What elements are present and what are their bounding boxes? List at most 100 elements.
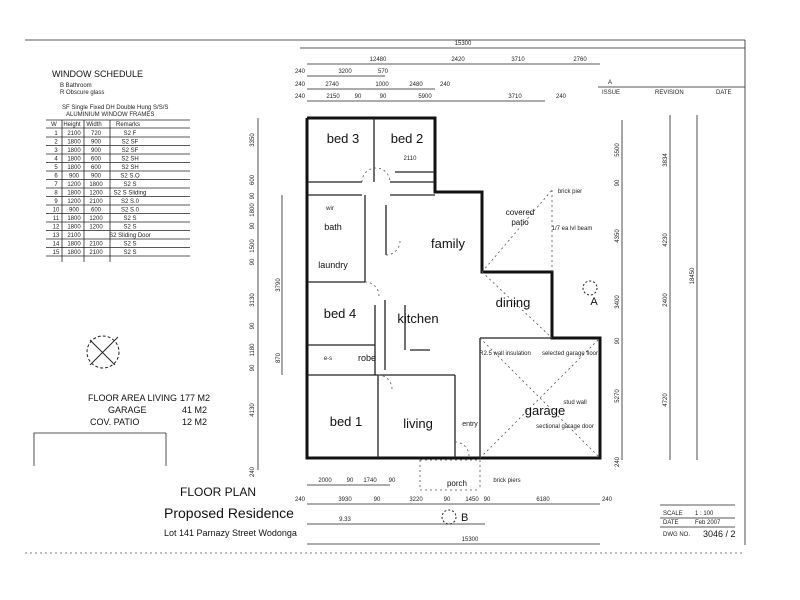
dim-top: 240: [440, 82, 451, 88]
dim-left: 3350: [250, 133, 256, 147]
room-porch: porch: [447, 479, 467, 488]
schedule-header: Height: [63, 122, 81, 128]
dim-bottom: 3930: [338, 497, 352, 503]
note-garage-floor: selected garage floor: [542, 351, 598, 357]
area-garage-label: GARAGE: [108, 405, 147, 415]
schedule-cell: S2 S: [123, 225, 136, 231]
schedule-header: W: [51, 122, 57, 128]
dim-top: 2740: [325, 82, 339, 88]
dim-left-inner: 870: [276, 352, 282, 363]
dim-top: 90: [380, 94, 387, 100]
dim-bottom: 1450: [465, 497, 479, 503]
schedule-cell: 10: [53, 208, 60, 214]
schedule-cell: S2 F: [124, 131, 137, 137]
floor-areas: FLOOR AREA LIVING 177 M2 GARAGE 41 M2 CO…: [33, 393, 210, 466]
dim-bottom: 90: [374, 497, 381, 503]
dim-right: 4230: [663, 233, 669, 247]
dim-bottom: 1740: [363, 478, 377, 484]
room-patio-2: patio: [511, 218, 529, 227]
room-robe: robe: [358, 353, 376, 363]
schedule-cell: 1800: [67, 191, 81, 197]
room-ensuite: e-s: [324, 356, 332, 362]
area-living-value: 177 M2: [180, 393, 210, 403]
schedule-cell: S2 S.O: [120, 174, 140, 180]
window-schedule: WINDOW SCHEDULE B Bathroom R Obscure gla…: [46, 69, 190, 262]
schedule-cell: S2 SH: [121, 165, 138, 171]
schedule-cell: 2100: [89, 250, 103, 256]
room-bed2: bed 2: [391, 131, 424, 146]
dim-right: 2400: [663, 293, 669, 307]
dim-left: 90: [250, 222, 256, 229]
dim-bottom-overall: 15300: [462, 537, 479, 543]
schedule-cell: 2100: [67, 233, 81, 239]
dim-left: 1500: [250, 239, 256, 253]
schedule-cell: 15: [53, 250, 60, 256]
schedule-cell: 600: [91, 157, 102, 163]
schedule-cell: 600: [91, 165, 102, 171]
dim-top: 240: [295, 94, 306, 100]
room-kitchen: kitchen: [397, 311, 438, 326]
area-patio-label: COV. PATIO: [90, 417, 139, 427]
note-garage-door: sectional garage door: [536, 424, 594, 430]
dim-bottom: 6180: [536, 497, 550, 503]
dim-top: 570: [378, 69, 389, 75]
dim-top: 5900: [418, 94, 432, 100]
schedule-cell: 9: [54, 199, 58, 205]
schedule-cell: 900: [69, 208, 80, 214]
dim-top: 1000: [375, 82, 389, 88]
building-outline: [305, 116, 602, 491]
dim-right: 5500: [615, 143, 621, 157]
revision-table: A ISSUE REVISION DATE: [598, 80, 745, 96]
scale-label: SCALE: [663, 511, 683, 517]
schedule-cell: 900: [91, 174, 102, 180]
dim-top: 12480: [370, 57, 387, 63]
schedule-cell: S2 Sliding Door: [109, 233, 151, 239]
dim-left-inner: 3790: [276, 278, 282, 292]
dim-left: 1180: [250, 343, 256, 357]
schedule-cell: 1: [54, 131, 58, 137]
schedule-subnote: SF Single Fixed DH Double Hung S/S/S: [62, 105, 168, 111]
schedule-cell: S2 S: [123, 182, 136, 188]
schedule-cell: 1800: [67, 225, 81, 231]
dim-top-overall: 15300: [455, 41, 472, 47]
room-bed4: bed 4: [324, 306, 357, 321]
dim-top: 2480: [409, 82, 423, 88]
dim-right: 90: [615, 179, 621, 186]
schedule-cell: 1200: [89, 191, 103, 197]
schedule-cell: S2 SF: [122, 140, 139, 146]
plan-title: FLOOR PLAN: [180, 485, 256, 499]
schedule-cell: 1200: [89, 225, 103, 231]
schedule-cell: 3: [54, 148, 58, 154]
schedule-cell: 1800: [67, 216, 81, 222]
schedule-note: B Bathroom: [60, 83, 92, 89]
schedule-cell: S2 S: [123, 216, 136, 222]
schedule-cell: 600: [91, 208, 102, 214]
dim-right: 5270: [615, 389, 621, 403]
dim-right: 90: [615, 337, 621, 344]
dim-left: 600: [250, 174, 256, 185]
dim-bottom: 90: [484, 497, 491, 503]
revision-revision-header: REVISION: [655, 90, 684, 96]
schedule-cell: S2 SF: [122, 148, 139, 154]
schedule-cell: 5: [54, 165, 58, 171]
schedule-cell: 2100: [89, 242, 103, 248]
schedule-cell: 900: [69, 174, 80, 180]
area-living-label: FLOOR AREA LIVING: [88, 393, 177, 403]
room-bed1: bed 1: [330, 414, 363, 429]
area-patio-value: 12 M2: [182, 417, 207, 427]
note-brick-pier: brick pier: [558, 189, 582, 195]
section-marker-a: A: [590, 296, 598, 308]
room-wir: wir: [325, 206, 334, 212]
date-value: Feb 2007: [695, 520, 721, 526]
schedule-cell: S2 S: [123, 242, 136, 248]
schedule-cell: 2100: [67, 131, 81, 137]
revision-date-header: DATE: [716, 90, 732, 96]
dim-right: 3400: [615, 295, 621, 309]
dim-top: 3200: [338, 69, 352, 75]
dim-left: 240: [250, 466, 256, 477]
dim-top: 3710: [508, 94, 522, 100]
revision-col-a: A: [608, 80, 612, 86]
